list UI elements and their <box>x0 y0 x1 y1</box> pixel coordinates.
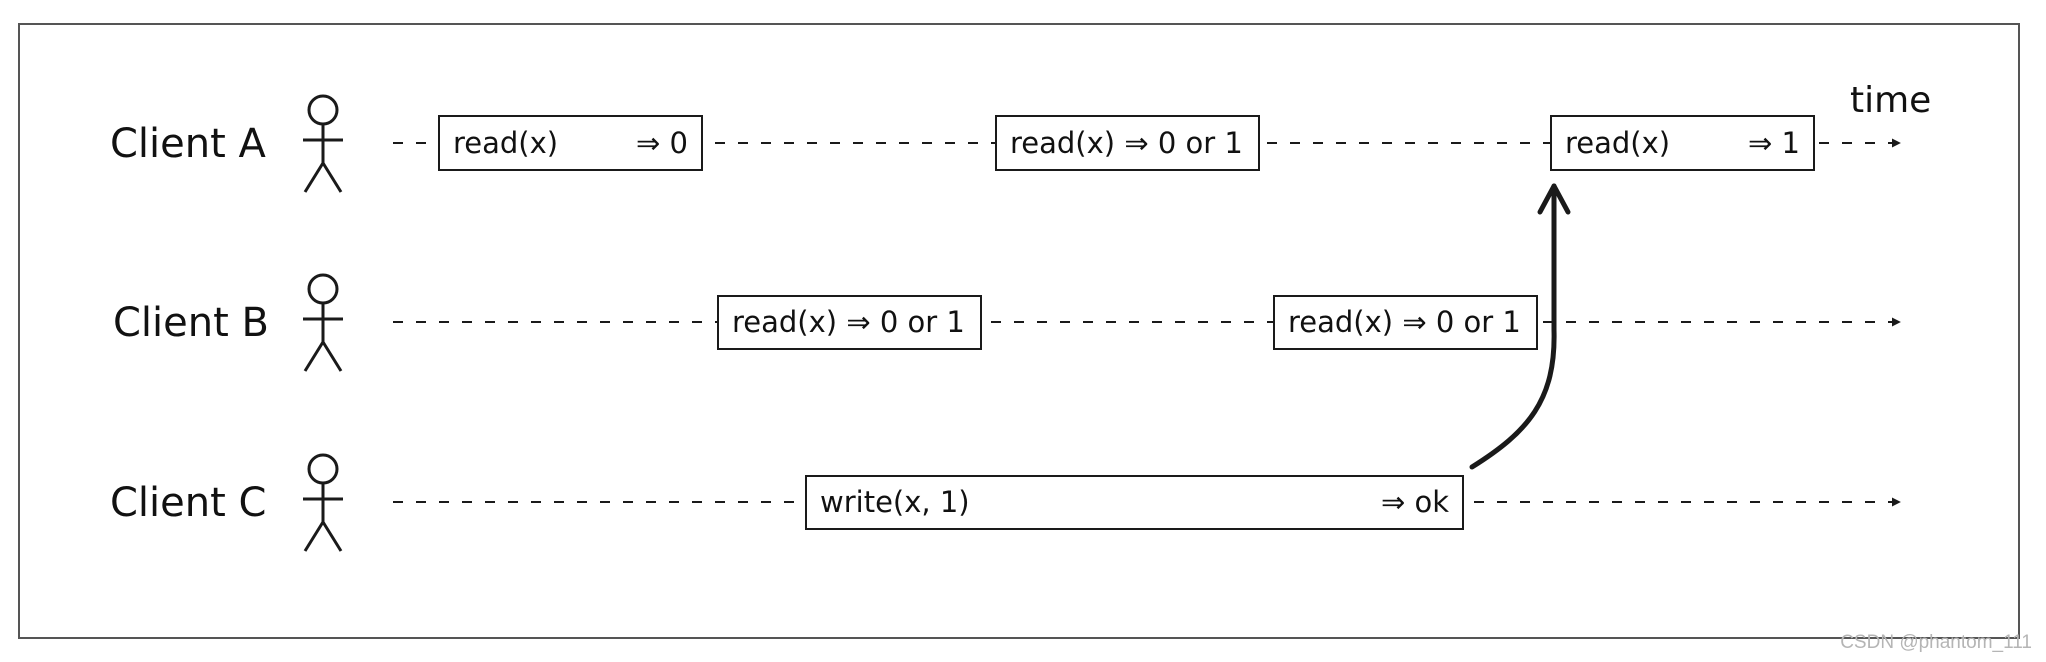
client-a-row: Client A read(x) ⇒ 0 read(x) ⇒ 0 or 1 re… <box>110 94 1901 193</box>
client-c-label: Client C <box>110 480 266 526</box>
client-a-person-icon <box>303 94 343 193</box>
client-b-label: Client B <box>113 300 269 346</box>
client-a-op-2: read(x) ⇒ 0 or 1 <box>995 115 1260 171</box>
svg-text:write(x, 1): write(x, 1) <box>820 485 970 519</box>
client-c-op-1: write(x, 1) ⇒ ok <box>805 475 1464 530</box>
client-a-op-1: read(x) ⇒ 0 <box>438 115 703 171</box>
svg-text:⇒ ok: ⇒ ok <box>1381 485 1449 519</box>
svg-text:read(x): read(x) <box>453 126 558 160</box>
client-a-label: Client A <box>110 121 267 167</box>
watermark-text: CSDN @phantom_111 <box>1840 632 2032 653</box>
write-to-read-arrow <box>1469 183 1571 470</box>
diagram-frame <box>18 23 2020 639</box>
svg-text:read(x) ⇒ 0 or 1: read(x) ⇒ 0 or 1 <box>1010 126 1243 160</box>
svg-text:read(x): read(x) <box>1565 126 1670 160</box>
svg-text:⇒ 1: ⇒ 1 <box>1748 126 1800 160</box>
client-b-op-1: read(x) ⇒ 0 or 1 <box>717 295 982 350</box>
svg-text:read(x) ⇒ 0 or 1: read(x) ⇒ 0 or 1 <box>732 305 965 339</box>
svg-text:⇒ 0: ⇒ 0 <box>636 126 688 160</box>
client-b-row: Client B read(x) ⇒ 0 or 1 read(x) ⇒ 0 or… <box>113 273 1901 372</box>
client-c-person-icon <box>303 453 343 552</box>
svg-text:read(x) ⇒ 0 or 1: read(x) ⇒ 0 or 1 <box>1288 305 1521 339</box>
client-b-op-2: read(x) ⇒ 0 or 1 <box>1273 295 1538 350</box>
client-c-row: Client C write(x, 1) ⇒ ok <box>110 453 1901 552</box>
client-b-person-icon <box>303 273 343 372</box>
time-label: time <box>1850 80 1931 121</box>
client-a-op-3: read(x) ⇒ 1 <box>1550 115 1815 171</box>
